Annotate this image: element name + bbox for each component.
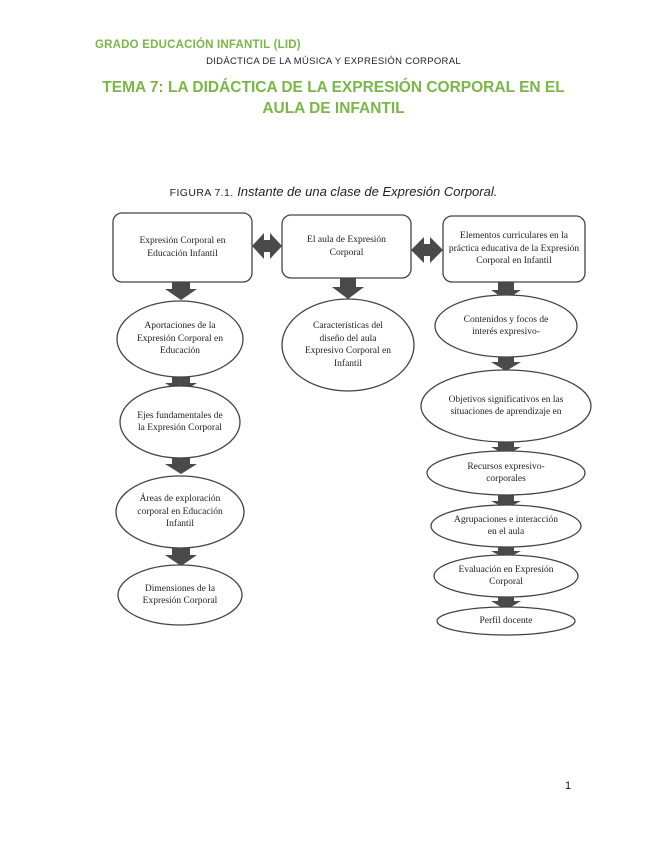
title-line-2: AULA DE INFANTIL [262,100,405,117]
arrow-down-tm [332,278,364,299]
arrow-down-tl [165,282,197,300]
arrow-down-l3 [165,547,197,566]
page-number: 1 [565,780,572,792]
ellipse-left-4 [117,564,243,626]
down-arrows [165,278,521,610]
page-title: TEMA 7: LA DIDÁCTICA DE LA EXPRESIÓN COR… [60,77,607,119]
ellipse-right-1 [434,294,578,358]
arrow-down-r1 [491,356,521,371]
ellipse-left-3 [115,475,245,549]
header-subject: DIDÁCTICA DE LA MÚSICA Y EXPRESIÓN CORPO… [206,56,461,67]
arrow-down-r4 [491,546,521,559]
ellipse-right-3 [426,450,586,496]
arrow-down-r2 [491,441,521,455]
node-left-1: Aportaciones de la Expresión Corporal en… [137,321,224,357]
arrow-down-r5 [491,596,521,610]
node-right-2: Objetivos significativos en las situacio… [448,394,564,418]
node-right-6: Perfil docente [479,615,533,626]
node-top-left: Expresión Corporal en Educación Infantil [139,236,226,259]
ellipse-right-2 [420,369,592,443]
node-right-5: Evaluación en Expresión Corporal [458,564,554,588]
ellipse-left-2 [119,385,241,459]
box-top-right [442,215,586,283]
node-left-2: Ejes fundamentales de la Expresión Corpo… [137,410,223,434]
arrow-down-l2 [165,457,197,474]
header-course: GRADO EDUCACIÓN INFANTIL (LID) [95,39,301,51]
node-right-1: Contenidos y focos de interés expresivo- [463,314,549,338]
node-left-3: Áreas de exploración corporal en Educaci… [137,494,223,530]
arrow-down-r3 [491,495,521,509]
ellipse-mid-1 [281,298,415,392]
double-arrow-right [411,237,443,263]
ellipse-right-5 [433,554,579,598]
title-line-1: TEMA 7: LA DIDÁCTICA DE LA EXPRESIÓN COR… [102,79,565,96]
figure-caption: FIGURA 7.1. Instante de una clase de Exp… [0,184,667,199]
node-right-3: Recursos expresivo-corporales [467,461,545,485]
node-top-right: Elementos curriculares en la práctica ed… [448,231,580,267]
node-top-mid: El aula de Expresión Corporal [307,235,386,258]
figure-caption-text: Instante de una clase de Expresión Corpo… [237,184,498,199]
arrow-down-l1 [165,376,197,393]
double-arrow-left [252,233,282,259]
double-arrows [252,233,443,263]
node-right-4: Agrupaciones e interacción en el aula [454,514,558,538]
ellipse-right-6 [436,606,576,636]
box-top-mid [281,214,412,279]
figure-label: FIGURA 7.1. [169,187,234,199]
node-left-4: Dimensiones de la Expresión Corporal [142,583,218,607]
arrow-down-tr [491,282,521,300]
box-top-left [112,212,253,283]
ellipse-right-4 [430,504,582,548]
node-mid-1: Características del diseño del aula Expr… [304,321,391,369]
ellipse-left-1 [116,300,244,378]
